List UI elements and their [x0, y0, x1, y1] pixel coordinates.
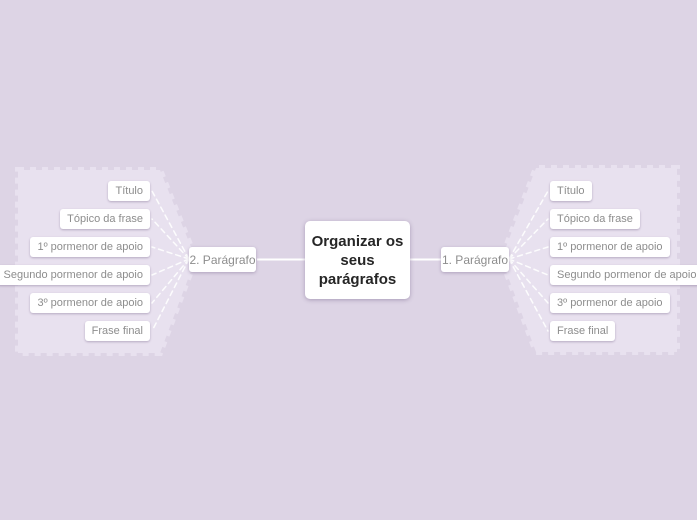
left-subtopic-column: Título Tópico da frase 1º pormenor de ap…: [0, 181, 150, 341]
right-subtopic-column: Título Tópico da frase 1º pormenor de ap…: [550, 181, 697, 341]
subtopic-node[interactable]: Título: [108, 181, 150, 201]
subtopic-node[interactable]: 3º pormenor de apoio: [30, 293, 150, 313]
subtopic-node[interactable]: 3º pormenor de apoio: [550, 293, 670, 313]
subtopic-node[interactable]: Segundo pormenor de apoio: [0, 265, 150, 285]
branch-node-paragrafo-2[interactable]: 2. Parágrafo: [189, 247, 256, 272]
central-topic-label: Organizar os seus parágrafos: [311, 232, 404, 288]
subtopic-node[interactable]: Tópico da frase: [60, 209, 150, 229]
central-topic-node[interactable]: Organizar os seus parágrafos: [305, 221, 410, 299]
subtopic-node[interactable]: Tópico da frase: [550, 209, 640, 229]
subtopic-node[interactable]: Frase final: [550, 321, 616, 341]
subtopic-node[interactable]: Frase final: [84, 321, 150, 341]
subtopic-node[interactable]: Título: [550, 181, 592, 201]
branch-node-paragrafo-1[interactable]: 1. Parágrafo: [441, 247, 509, 272]
subtopic-node[interactable]: Segundo pormenor de apoio: [550, 265, 697, 285]
subtopic-connector-lines: [151, 190, 549, 332]
subtopic-node[interactable]: 1º pormenor de apoio: [550, 237, 670, 257]
subtopic-node[interactable]: 1º pormenor de apoio: [30, 237, 150, 257]
